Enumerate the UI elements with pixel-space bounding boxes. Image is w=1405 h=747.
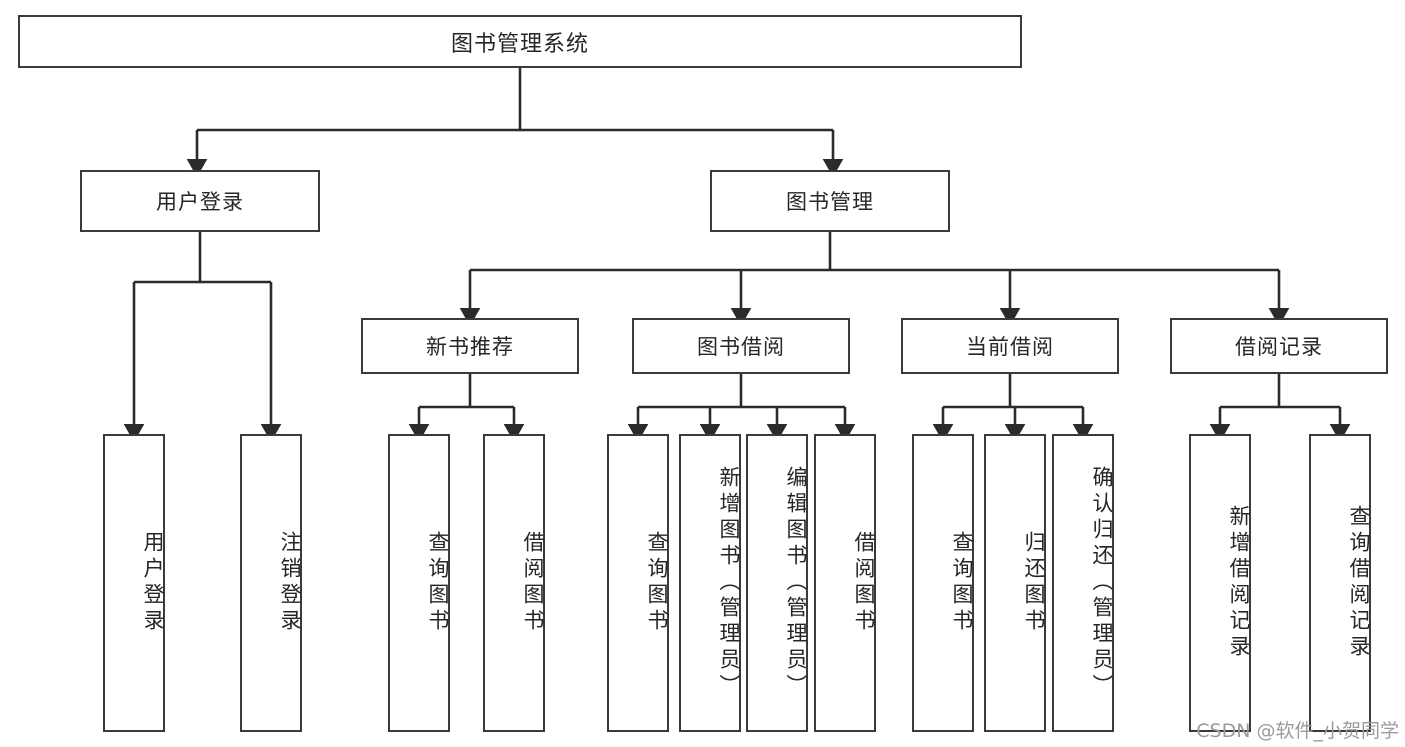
node-leaf-5[interactable]: 查询图书 (607, 434, 669, 732)
node-leaf-6-label: 新增图书（管理员） (717, 466, 741, 700)
node-leaf-1-label: 用户登录 (141, 531, 165, 635)
node-leaf-3-label: 查询图书 (426, 531, 450, 635)
node-leaf-12-label: 新增借阅记录 (1227, 505, 1251, 661)
node-level3-1-label: 新书推荐 (426, 335, 514, 359)
node-leaf-11[interactable]: 确认归还（管理员） (1052, 434, 1114, 732)
node-leaf-13[interactable]: 查询借阅记录 (1309, 434, 1371, 732)
node-level2-1-label: 用户登录 (156, 190, 244, 214)
node-leaf-8-label: 借阅图书 (852, 531, 876, 635)
node-leaf-8[interactable]: 借阅图书 (814, 434, 876, 732)
node-leaf-12[interactable]: 新增借阅记录 (1189, 434, 1251, 732)
node-level3-3-label: 当前借阅 (966, 335, 1054, 359)
node-leaf-9[interactable]: 查询图书 (912, 434, 974, 732)
node-level3-4[interactable]: 借阅记录 (1170, 318, 1388, 374)
node-root-book-management-system[interactable]: 图书管理系统 (18, 15, 1022, 68)
node-leaf-3[interactable]: 查询图书 (388, 434, 450, 732)
node-leaf-7-label: 编辑图书（管理员） (784, 466, 808, 700)
node-leaf-10[interactable]: 归还图书 (984, 434, 1046, 732)
node-leaf-11-label: 确认归还（管理员） (1090, 466, 1114, 700)
node-level2-2-label: 图书管理 (786, 190, 874, 214)
node-level2-1[interactable]: 用户登录 (80, 170, 320, 232)
node-level3-1[interactable]: 新书推荐 (361, 318, 579, 374)
node-leaf-2[interactable]: 注销登录 (240, 434, 302, 732)
node-level3-4-label: 借阅记录 (1235, 335, 1323, 359)
node-leaf-5-label: 查询图书 (645, 531, 669, 635)
node-level3-3[interactable]: 当前借阅 (901, 318, 1119, 374)
node-leaf-10-label: 归还图书 (1022, 531, 1046, 635)
node-level3-2-label: 图书借阅 (697, 335, 785, 359)
node-leaf-2-label: 注销登录 (278, 531, 302, 635)
node-leaf-4-label: 借阅图书 (521, 531, 545, 635)
node-leaf-7[interactable]: 编辑图书（管理员） (746, 434, 808, 732)
node-leaf-6[interactable]: 新增图书（管理员） (679, 434, 741, 732)
node-level3-2[interactable]: 图书借阅 (632, 318, 850, 374)
node-leaf-13-label: 查询借阅记录 (1347, 505, 1371, 661)
node-level2-2[interactable]: 图书管理 (710, 170, 950, 232)
node-leaf-1[interactable]: 用户登录 (103, 434, 165, 732)
node-leaf-4[interactable]: 借阅图书 (483, 434, 545, 732)
node-leaf-9-label: 查询图书 (950, 531, 974, 635)
watermark-text: CSDN @软件_小贺同学 (1196, 720, 1399, 742)
